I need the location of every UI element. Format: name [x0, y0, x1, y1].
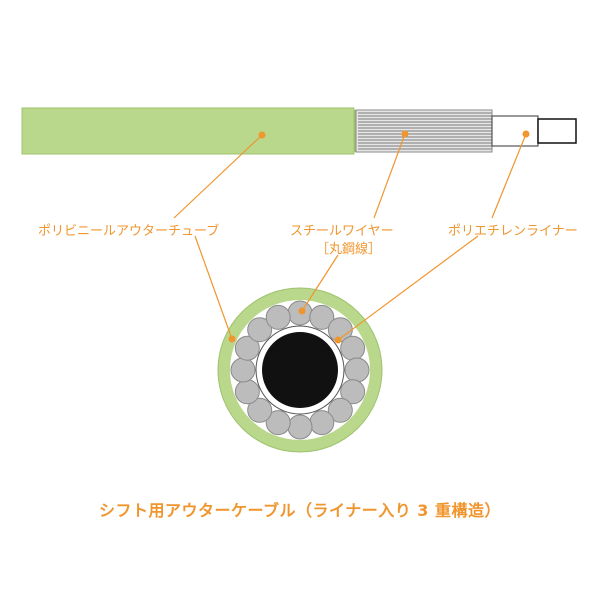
outer-tube-side [21, 107, 355, 155]
steel-wire-side [354, 109, 493, 153]
steel-wire-strand [234, 335, 260, 361]
leader-line-steel-wire [373, 133, 406, 219]
marker-dot-liner-side [522, 130, 530, 138]
steel-wire-strand [247, 317, 273, 343]
steel-wire-strand [234, 379, 260, 405]
marker-dot-outer-tube-side [258, 131, 266, 139]
steel-wire-strand [340, 335, 366, 361]
steel-wire-strand [344, 357, 370, 383]
steel-wire-strand [230, 357, 256, 383]
leader-line-outer-tube-lower [194, 235, 233, 340]
label-outer-tube: ポリビニールアウターチューブ [38, 224, 220, 239]
steel-wire-strand [327, 397, 353, 423]
steel-wire-strand [309, 304, 335, 330]
inner-wire-cross [262, 332, 338, 408]
diagram-caption: シフト用アウターケーブル（ライナー入り 3 重構造） [99, 501, 501, 520]
steel-wire-strand [309, 410, 335, 436]
leader-line-steel-wire-lower [301, 254, 339, 312]
steel-wire-strand [340, 379, 366, 405]
marker-dot-steel-wire-cross [298, 307, 306, 315]
marker-dot-steel-wire-side [401, 130, 409, 138]
liner-side [491, 115, 539, 147]
steel-wire-strand [265, 304, 291, 330]
label-steel-wire-sub: ［丸鋼線］ [316, 242, 382, 257]
steel-wire-ring [230, 300, 370, 440]
label-steel-wire: スチールワイヤー [290, 224, 394, 239]
leader-line-liner [491, 133, 527, 219]
leader-line-outer-tube [173, 134, 263, 219]
steel-wire-strand [247, 397, 273, 423]
steel-wire-strand [265, 410, 291, 436]
cross-section [217, 287, 383, 453]
inner-wire-side [537, 118, 577, 144]
marker-dot-outer-tube-cross [228, 335, 236, 343]
marker-dot-liner-cross [334, 336, 342, 344]
leader-line-liner-lower [337, 235, 479, 341]
steel-wire-strand [287, 414, 313, 440]
label-liner: ポリエチレンライナー [448, 224, 578, 239]
